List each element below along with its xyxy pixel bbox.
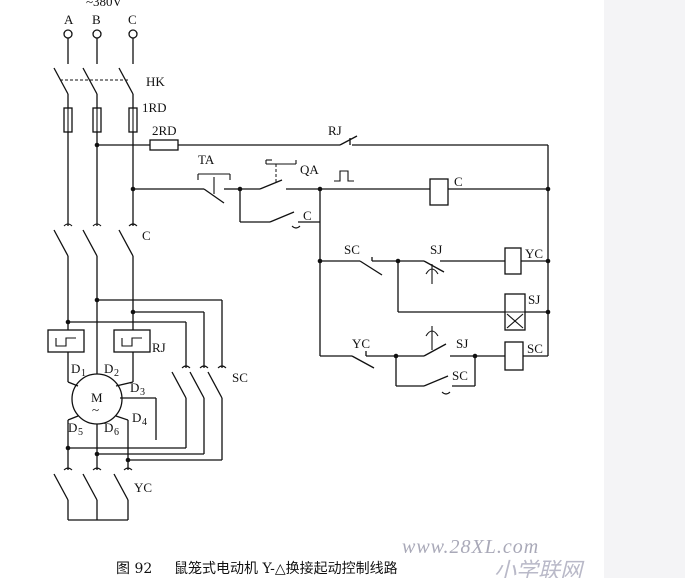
sc-main-contacts — [171, 365, 227, 399]
sc-nc-contact — [320, 257, 398, 276]
rj-heater-label: RJ — [152, 340, 166, 355]
sc-hold-contact — [395, 356, 476, 395]
coil-c-label: C — [454, 174, 463, 189]
svg-text:M: M — [91, 390, 103, 405]
d4-label: D — [132, 410, 141, 425]
coil-yc — [504, 247, 522, 275]
ta-stop-button — [190, 173, 240, 204]
junction-bus-a — [65, 319, 71, 325]
svg-text:3: 3 — [140, 387, 145, 398]
d3-label: D — [130, 380, 139, 395]
ta-label: TA — [198, 152, 215, 167]
coil-c — [429, 178, 449, 206]
rj-heater-right — [113, 329, 151, 353]
coil-sc — [504, 341, 524, 371]
right-margin — [604, 0, 685, 578]
junction-rail-sj — [545, 309, 551, 315]
sj-contact2-label: SJ — [456, 336, 468, 351]
rj-top-label: RJ — [328, 123, 342, 138]
watermark-cn: 小学联网 — [494, 559, 585, 578]
svg-text:1: 1 — [81, 368, 86, 379]
coil-sj-label: SJ — [528, 292, 540, 307]
figure-title: 鼠笼式电动机 Y-△换接起动控制线路 — [174, 560, 398, 577]
sc-contact-label: SC — [344, 242, 360, 257]
sc-aux-label: SC — [452, 368, 468, 383]
svg-text:2: 2 — [114, 368, 119, 379]
sj-contact-label: SJ — [430, 242, 442, 257]
svg-text:4: 4 — [142, 417, 147, 428]
yc-main-contacts — [53, 467, 133, 501]
rj-heater-left — [47, 329, 85, 353]
yc-main-label: YC — [134, 480, 152, 495]
rj-thermal-symbol — [334, 170, 354, 182]
terminal-b — [92, 29, 102, 39]
terminal-c — [128, 29, 138, 39]
main-contactor-c — [53, 223, 138, 257]
qa-label: QA — [300, 162, 319, 177]
phase-c-label: C — [128, 12, 137, 27]
supply-voltage: ~380V — [86, 0, 123, 9]
svg-text:~: ~ — [92, 402, 99, 417]
junction-qa-left — [237, 186, 243, 192]
yc-contact-label: YC — [352, 336, 370, 351]
sj-timed-contact — [398, 260, 505, 284]
watermark-url: www.28XL.com — [402, 536, 539, 558]
junction-rail-c — [545, 186, 551, 192]
main-c-label: C — [142, 228, 151, 243]
d2-label: D — [104, 361, 113, 376]
coil-sj — [504, 293, 526, 331]
yc-nc-contact — [320, 351, 396, 369]
hk-label: HK — [146, 74, 165, 89]
fuse-2rd — [149, 139, 179, 151]
fuses-1rd — [63, 94, 138, 133]
sc-main-label: SC — [232, 370, 248, 385]
figure-number: 图 92 — [116, 561, 152, 577]
motor-m: M ~ — [71, 373, 123, 425]
qa-start-button — [240, 159, 320, 190]
coil-sc-label: SC — [527, 341, 543, 356]
svg-text:6: 6 — [114, 427, 119, 438]
fuse-1rd-label: 1RD — [142, 100, 167, 115]
c-hold-contact — [239, 189, 321, 229]
d5-label: D — [68, 420, 77, 435]
phase-a-label: A — [64, 12, 74, 27]
junction-bus-c — [130, 309, 136, 315]
junction-rail-yc — [545, 258, 551, 264]
svg-text:5: 5 — [78, 427, 83, 438]
d1-label: D — [71, 361, 80, 376]
terminal-a — [63, 29, 73, 39]
rj-nc-contact — [339, 135, 548, 146]
c-contact-label: C — [303, 208, 312, 223]
d6-label: D — [104, 420, 113, 435]
sj-timed-contact-2 — [396, 326, 475, 357]
fuse-2rd-label: 2RD — [152, 123, 177, 138]
phase-b-label: B — [92, 12, 101, 27]
knife-switch-hk — [53, 38, 134, 95]
coil-yc-label: YC — [525, 246, 543, 261]
